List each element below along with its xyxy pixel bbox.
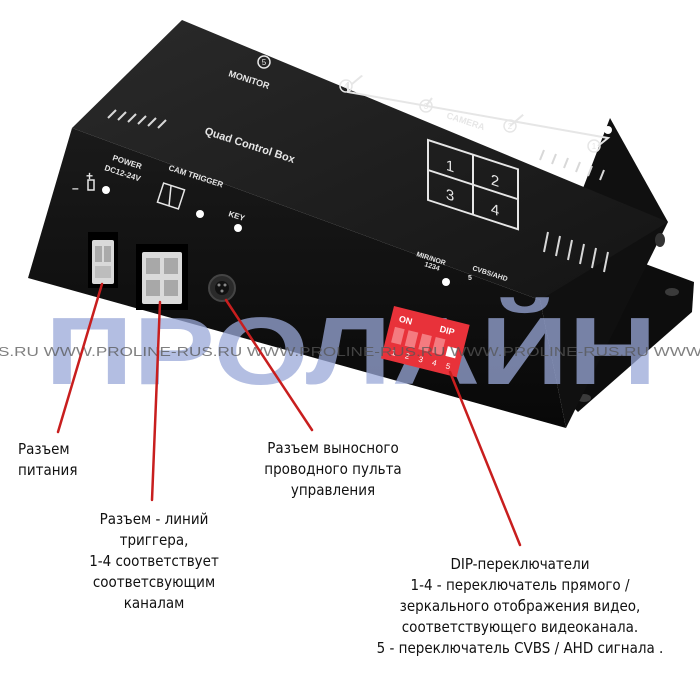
callout-trigger-line: 1-4 соответствует [89, 552, 219, 570]
camera-port-number-2: 2 [508, 122, 513, 131]
polarity-minus: – [72, 181, 79, 195]
callout-dip-line: 1-4 - переключатель прямого / [410, 576, 630, 594]
callout-remote-line: Разъем выносного [267, 439, 399, 457]
polarity-plus: + [86, 169, 93, 183]
callout-power-line: Разъем [18, 440, 70, 458]
dip-num-5: 5 [445, 361, 452, 371]
top-vents-back [539, 149, 605, 181]
callout-dip-line: соответствующего видеоканала. [401, 618, 639, 636]
callout-dip-line: DIP-переключатели [450, 555, 590, 573]
callout-trigger-line: триггера, [119, 531, 189, 549]
mounting-bracket-right [566, 262, 694, 412]
pointer-lines [56, 282, 522, 547]
top-vents-left [107, 109, 167, 129]
dip-num-4: 4 [431, 358, 438, 368]
callout-dip-line: 5 - переключатель CVBS / AHD сигнала . [376, 639, 664, 657]
camera-port-number-1: 1 [592, 142, 597, 151]
polarity-icon [87, 179, 95, 191]
quad-grid-icon: 1 2 3 4 [427, 138, 519, 231]
pointer-trigger [150, 300, 162, 502]
watermark-url-strip: S.RU WWW.PROLINE-RUS.RU WWW.PROLINE-RUS.… [0, 344, 700, 359]
watermark-brand: ПРОЛАЙН [45, 296, 657, 405]
callout-power: Разъем питания [18, 439, 77, 481]
dip-num-1: 1 [390, 348, 397, 358]
dip-num-2: 2 [404, 351, 411, 361]
callout-remote: Разъем выносного проводного пульта управ… [248, 438, 418, 501]
trigger-connector-icon [156, 182, 186, 210]
quad-cell-3: 3 [446, 186, 454, 205]
dip-num-3: 3 [418, 355, 425, 365]
quad-cell-4: 4 [491, 201, 500, 220]
cvbs-ahd-number: 5 [468, 275, 472, 282]
power-connector [88, 232, 118, 288]
callout-dip: DIP-переключатели 1-4 - переключатель пр… [352, 554, 688, 659]
camera-port-number-3: 3 [424, 102, 429, 111]
trigger-connector [136, 244, 188, 310]
indicator-dots-front [102, 186, 450, 286]
callout-trigger-line: каналам [123, 594, 185, 612]
pointer-power [56, 282, 104, 434]
callout-dip-line: зеркального отображения видео, [399, 597, 641, 615]
port-dots-top [274, 40, 612, 134]
callout-trigger-line: Разъем - линий [99, 510, 209, 528]
bracket-hole [665, 288, 679, 296]
callout-remote-line: управления [290, 481, 376, 499]
camera-wiring-diagram [347, 73, 611, 147]
dip-label: DIP [439, 324, 456, 337]
port-number-circles [257, 55, 601, 153]
callout-trigger-line: соответсвующим [92, 573, 216, 591]
pointer-dip [448, 370, 522, 547]
monitor-port-number: 5 [262, 58, 267, 67]
callout-remote-line: проводного пульта [264, 460, 402, 478]
pointer-remote [224, 298, 314, 432]
box-side-right [540, 118, 668, 428]
top-vents-right [543, 231, 609, 273]
dip-switch-block: ON DIP 1 2 3 4 5 [380, 306, 470, 378]
remote-connector [208, 274, 236, 302]
callout-power-line: питания [18, 461, 78, 479]
camera-port-number-4: 4 [344, 82, 349, 91]
dip-on-label: ON [398, 314, 414, 327]
side-knob [655, 233, 665, 247]
quad-cell-2: 2 [491, 172, 499, 191]
callout-trigger: Разъем - линий триггера, 1-4 соответству… [72, 509, 236, 614]
quad-cell-1: 1 [446, 157, 454, 176]
mir-nor-numbers: 1234 [423, 261, 440, 273]
